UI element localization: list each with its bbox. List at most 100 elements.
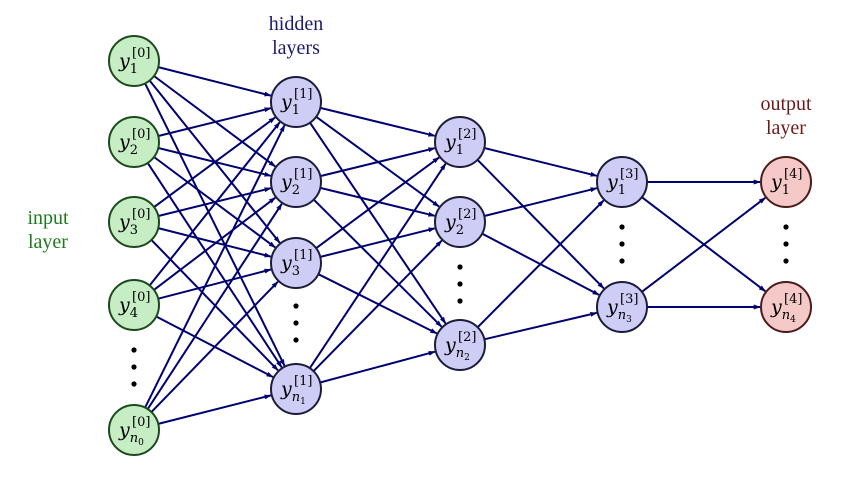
neuron-circle [434,319,486,371]
neuron-layer0-1: y1[0] [108,35,160,87]
edge-l0-0-to-l1-3 [144,82,286,367]
neuron-superscript: [4] [784,167,802,182]
edge-l2-0-to-l3-1 [476,159,605,290]
ellipsis-dot-layer4-0 [783,224,789,230]
edge-l0-4-to-l1-2 [150,281,279,413]
neuron-superscript: [1] [294,87,312,102]
neuron-layer1-1: y1[1] [270,76,322,128]
neuron-circle [596,281,648,333]
neuron-label: y2 [118,131,138,158]
neuron-label: y2 [444,211,464,238]
edge-l1-3-to-l2-2 [319,350,436,384]
neuron-circle [108,404,160,456]
neuron-superscript: [1] [294,167,312,182]
neuron-label: y1 [444,131,464,158]
ellipsis-dot-layer0-1 [131,364,137,370]
neuron-superscript: [3] [620,167,638,182]
ellipsis-dot-layer2-2 [457,298,463,304]
edge-l1-2-to-l2-0 [315,156,440,250]
edge-l1-3-to-l2-0 [308,163,447,369]
neuron-superscript: [3] [620,292,638,307]
neuron-label: y2 [280,171,300,198]
neuron-label: yn2 [444,334,470,363]
edge-l0-4-to-l1-1 [146,203,283,410]
ellipsis-dot-layer3-0 [619,224,625,230]
neuron-layer2-2: y2[2] [434,196,486,248]
neuron-label: y4 [118,294,138,321]
input-layer-label-line2: layer [28,231,68,253]
edge-l0-1-to-l1-0 [158,107,272,137]
neuron-circle [108,196,160,248]
neuron-layer0-4: y4[0] [108,279,160,331]
neuron-layer1-n1: yn1[1] [270,363,322,415]
neuron-layer2-1: y1[2] [434,116,486,168]
neuron-label: yn4 [770,296,796,325]
neuron-label: y1 [118,50,138,77]
ellipsis-dot-layer1-1 [293,320,299,326]
ellipsis-dots [131,224,789,387]
edge-l0-0-to-l1-0 [157,66,272,97]
neuron-circle [270,156,322,208]
neuron-layer0-n0: yn0[0] [108,404,160,456]
neuron-circle [596,156,648,208]
neuron-circle [760,156,812,208]
hidden-layers-label-line2: layers [272,37,320,59]
ellipsis-dot-layer0-0 [131,347,137,353]
edge-l0-3-to-l1-1 [153,196,276,291]
neuron-superscript: [1] [294,248,312,263]
neuron-superscript: [2] [458,207,476,222]
edge-l0-3-to-l1-2 [157,268,272,300]
edge-l1-2-to-l2-2 [317,273,438,335]
output-layer-label-line1: output [760,93,812,115]
ellipsis-dot-layer2-0 [457,264,463,270]
neuron-layer3-1: y1[3] [596,156,648,208]
input-layer-label-line1: input [27,207,69,229]
edge-l1-1-to-l2-2 [312,198,443,328]
neuron-label: yn1 [280,378,306,407]
neuron-superscript: [2] [458,127,476,142]
neuron-superscript: [1] [294,374,312,389]
neuron-superscript: [0] [132,415,150,430]
neuron-superscript: [0] [132,46,150,61]
connections [144,66,766,425]
neuron-layer3-n3: yn3[3] [596,281,648,333]
ellipsis-dot-layer1-2 [293,337,299,343]
edge-l0-2-to-l1-0 [153,116,276,208]
edge-l1-0-to-l2-2 [309,122,447,324]
neuron-circle [434,196,486,248]
neuron-label: y3 [280,252,300,279]
neuron-circle [270,237,322,289]
neurons: y1[0]y2[0]y3[0]y4[0]yn0[0]y1[1]y2[1]y3[1… [108,35,812,456]
hidden-layers-label-line1: hidden [269,13,323,35]
neuron-label: y3 [118,211,138,238]
edge-l0-3-to-l1-0 [148,121,281,287]
edge-l2-2-to-l3-0 [476,199,605,329]
edge-l1-2-to-l2-1 [320,227,436,258]
neuron-label: yn3 [606,296,632,325]
neuron-superscript: [2] [458,330,476,345]
neuron-layer4-1: y1[4] [760,156,812,208]
edge-l1-1-to-l2-0 [320,147,436,178]
neuron-layer2-n2: yn2[2] [434,319,486,371]
neuron-layer1-2: y2[1] [270,156,322,208]
edge-l1-3-to-l2-1 [312,239,443,372]
neuron-layer0-2: y2[0] [108,116,160,168]
neuron-layer0-3: y3[0] [108,196,160,248]
ellipsis-dot-layer0-2 [131,381,137,387]
neuron-superscript: [4] [784,292,802,307]
neuron-circle [108,116,160,168]
neuron-superscript: [0] [132,207,150,222]
neuron-label: y1 [770,171,790,198]
output-layer-label-line2: layer [766,117,806,139]
neuron-label: yn0 [118,419,144,448]
edge-l2-0-to-l3-0 [484,147,598,177]
edge-l1-0-to-l2-0 [320,106,436,137]
edge-l2-2-to-l3-1 [484,311,598,341]
ellipsis-dot-layer4-1 [783,241,789,247]
neuron-circle [270,76,322,128]
neuron-circle [760,281,812,333]
neuron-layer1-3: y3[1] [270,237,322,289]
neuron-circle [108,279,160,331]
neuron-label: y1 [280,91,300,118]
